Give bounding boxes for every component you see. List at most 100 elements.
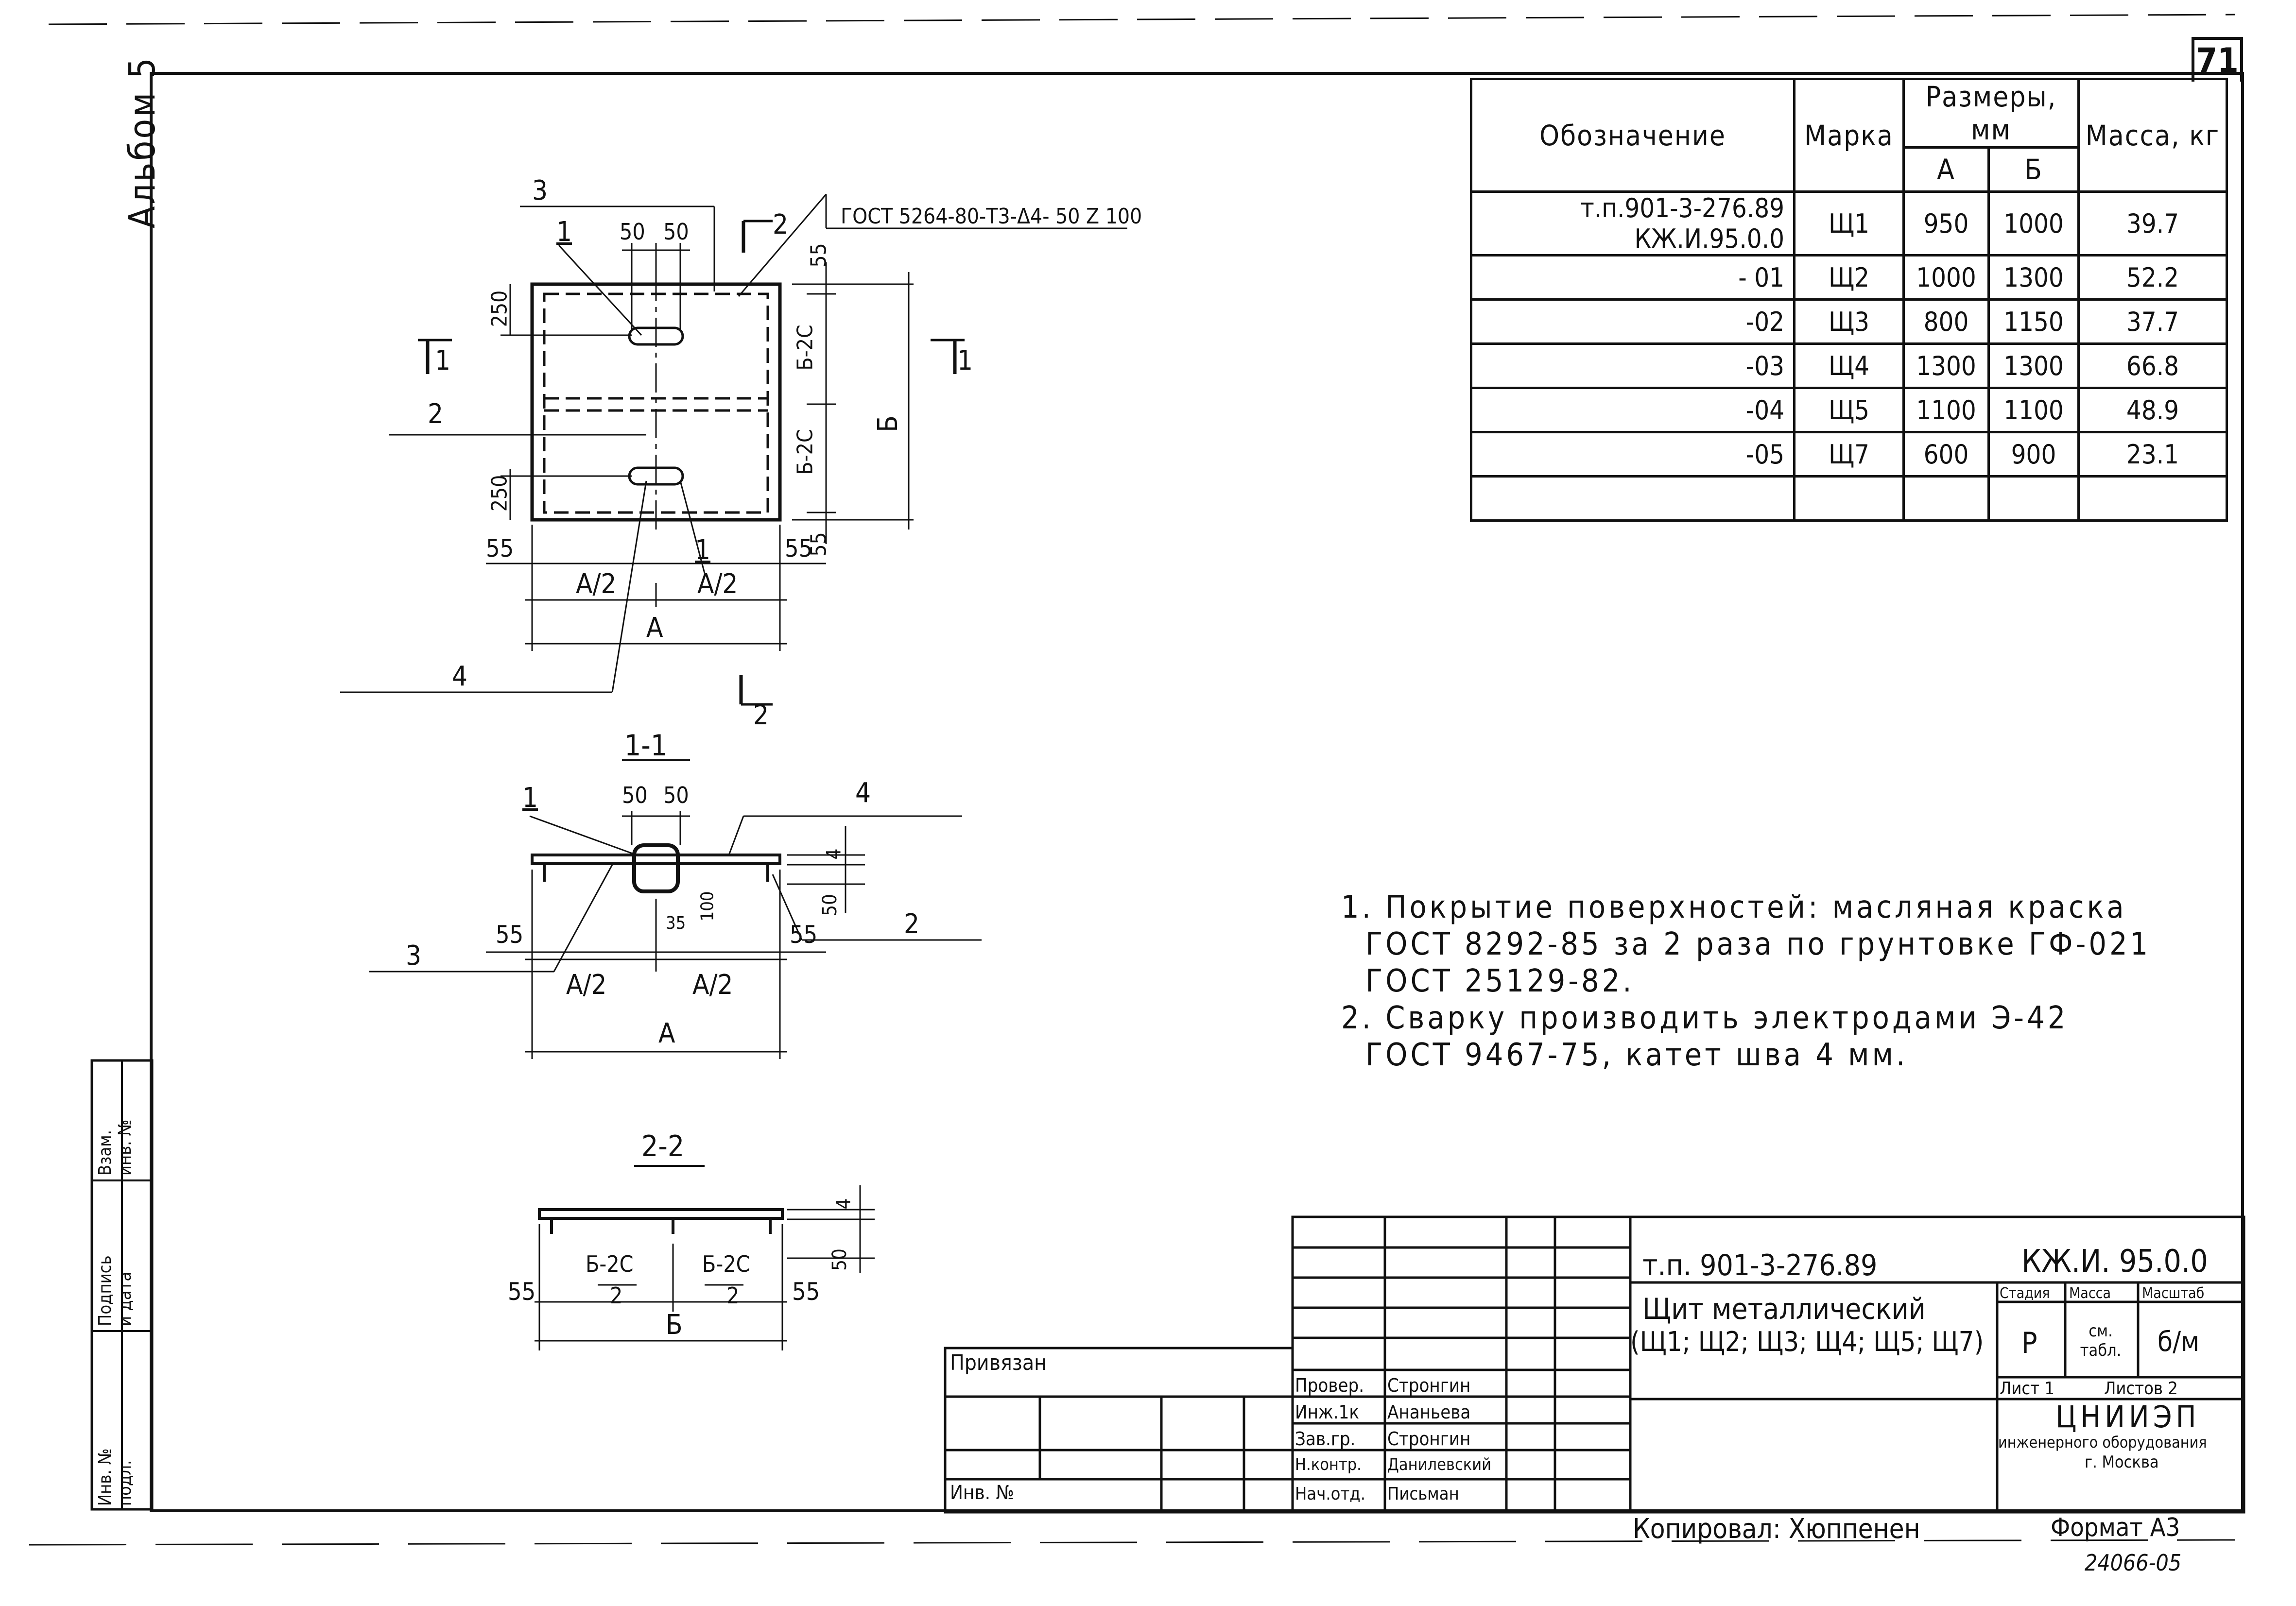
cell-b xyxy=(1987,475,2080,522)
section-2-2 xyxy=(535,1165,875,1350)
note-line: ГОСТ 8292-85 за 2 раза по грунтовке ГФ-0… xyxy=(1365,926,2151,962)
cell-designation: -05 xyxy=(1470,431,1795,478)
cell-mark xyxy=(1793,475,1905,522)
pos-1-label: 1 xyxy=(556,216,572,248)
header-size-b: Б xyxy=(1987,146,2080,193)
side-stamp-box: Инв. № подл. Подпись и дата Взам. инв. № xyxy=(90,1059,154,1511)
pos-2-label: 2 xyxy=(904,908,920,940)
cell-a: 1000 xyxy=(1902,254,1990,301)
dim-a-label: А xyxy=(658,1018,675,1049)
dim-b-2c-right: Б-2С xyxy=(702,1251,750,1277)
cell-b: 1150 xyxy=(1987,298,2080,345)
tb-mass-label: Масса xyxy=(2069,1285,2111,1302)
stamp-number: 24066-05 xyxy=(2085,1550,2182,1576)
spec-table: Обозначение Марка Размеры, мм Масса, кг … xyxy=(1470,78,2228,522)
pos-4-label: 4 xyxy=(855,777,871,809)
cell-mark: Щ3 xyxy=(1793,298,1905,345)
dim-a-half-label: А/2 xyxy=(697,568,738,600)
dim-50-label: 50 xyxy=(620,219,645,245)
cell-a: 600 xyxy=(1902,431,1990,478)
cell-mass: 39.7 xyxy=(2077,190,2228,256)
cell-mark: Щ5 xyxy=(1793,387,1905,433)
gost-weld-label: ГОСТ 5264-80-Т3-Δ4- 50 Z 100 xyxy=(841,204,1142,229)
header-mark: Марка xyxy=(1793,78,1905,193)
cell-mass: 52.2 xyxy=(2077,254,2228,301)
section-mark-2: 2 xyxy=(773,209,789,240)
copied-by: Копировал: Хюппенен xyxy=(1633,1513,1920,1545)
tb-code: КЖ.И. 95.0.0 xyxy=(2021,1244,2208,1280)
cell-mass: 37.7 xyxy=(2077,298,2228,345)
dim-50-label: 50 xyxy=(663,782,689,808)
section-mark-2: 2 xyxy=(753,700,769,731)
dim-50-label: 50 xyxy=(622,782,648,808)
tb-name: Данилевский xyxy=(1387,1455,1491,1474)
tb-scale-label: Масштаб xyxy=(2142,1285,2205,1302)
dim-a-half-label: А/2 xyxy=(692,969,733,1001)
note-line: 2. Сварку производить электродами Э-42 xyxy=(1341,1000,2069,1036)
tb-name: Стронгин xyxy=(1387,1428,1471,1450)
tb-sheet: Лист 1 xyxy=(2000,1379,2054,1399)
tb-name: Стронгин xyxy=(1387,1375,1471,1396)
pos-3-label: 3 xyxy=(406,940,422,972)
tb-scale: б/м xyxy=(2158,1326,2200,1358)
tb-role: Нач.отд. xyxy=(1295,1484,1365,1504)
cell-designation: - 01 xyxy=(1470,254,1795,301)
cell-b: 1300 xyxy=(1987,254,2080,301)
cell-a: 950 xyxy=(1902,190,1990,256)
dim-a-half-label: А/2 xyxy=(576,568,617,600)
cell-mass xyxy=(2077,475,2228,522)
cell-mark: Щ1 xyxy=(1793,190,1905,256)
cell-mass: 66.8 xyxy=(2077,342,2228,389)
section-2-2-title: 2-2 xyxy=(641,1129,685,1163)
table-row xyxy=(1470,475,2228,522)
dim-50-label: 50 xyxy=(663,219,689,245)
side-stamp-grid xyxy=(90,1059,154,1511)
tb-stage: Р xyxy=(2021,1326,2037,1360)
plan-view xyxy=(340,194,1127,706)
dim-55-label: 55 xyxy=(790,921,818,949)
section-1-1-title: 1-1 xyxy=(624,729,668,763)
cell-b: 1100 xyxy=(1987,387,2080,433)
tb-role: Инж.1к xyxy=(1295,1401,1359,1423)
cell-mark: Щ7 xyxy=(1793,431,1905,478)
dim-55-label: 55 xyxy=(486,534,514,563)
tb-linked: Привязан xyxy=(950,1350,1047,1375)
section-mark-1: 1 xyxy=(435,345,451,376)
tb-title-line1: Щит металлический xyxy=(1642,1292,1926,1326)
dim-55-label: 55 xyxy=(508,1278,536,1306)
cell-designation: -02 xyxy=(1470,298,1795,345)
cell-a xyxy=(1902,475,1990,522)
dim-2-right: 2 xyxy=(726,1282,740,1309)
header-sizes: Размеры, мм xyxy=(1902,78,2080,149)
cell-a: 800 xyxy=(1902,298,1990,345)
pos-1-label: 1 xyxy=(522,782,538,814)
tb-mass-value: см. табл. xyxy=(2080,1321,2122,1360)
tb-role: Н.контр. xyxy=(1295,1455,1362,1474)
dim-b-2c-left: Б-2С xyxy=(586,1251,634,1277)
tb-role: Зав.гр. xyxy=(1295,1428,1356,1450)
cell-a: 1300 xyxy=(1902,342,1990,389)
tb-org3: г. Москва xyxy=(2085,1452,2159,1472)
note-line: 1. Покрытие поверхностей: масляная краск… xyxy=(1341,889,2127,925)
notes: 1. Покрытие поверхностей: масляная краск… xyxy=(1341,889,2151,1074)
cell-designation xyxy=(1470,475,1795,522)
sheet-number: 71 xyxy=(2192,37,2243,82)
tb-role: Провер. xyxy=(1295,1375,1364,1396)
cell-designation: -03 xyxy=(1470,342,1795,389)
note-line: ГОСТ 9467-75, катет шва 4 мм. xyxy=(1365,1037,1908,1073)
dim-55-label: 55 xyxy=(785,534,813,563)
dim-55-label: 55 xyxy=(496,921,524,949)
section-mark-1: 1 xyxy=(957,345,973,376)
drawing-frame xyxy=(150,72,2244,1512)
tb-org1: ЦНИИЭП xyxy=(2055,1399,2200,1435)
cell-b: 1000 xyxy=(1987,190,2080,256)
cell-designation: -04 xyxy=(1470,387,1795,433)
dim-35-label: 35 xyxy=(666,913,686,933)
dim-b-label: Б xyxy=(666,1309,683,1341)
